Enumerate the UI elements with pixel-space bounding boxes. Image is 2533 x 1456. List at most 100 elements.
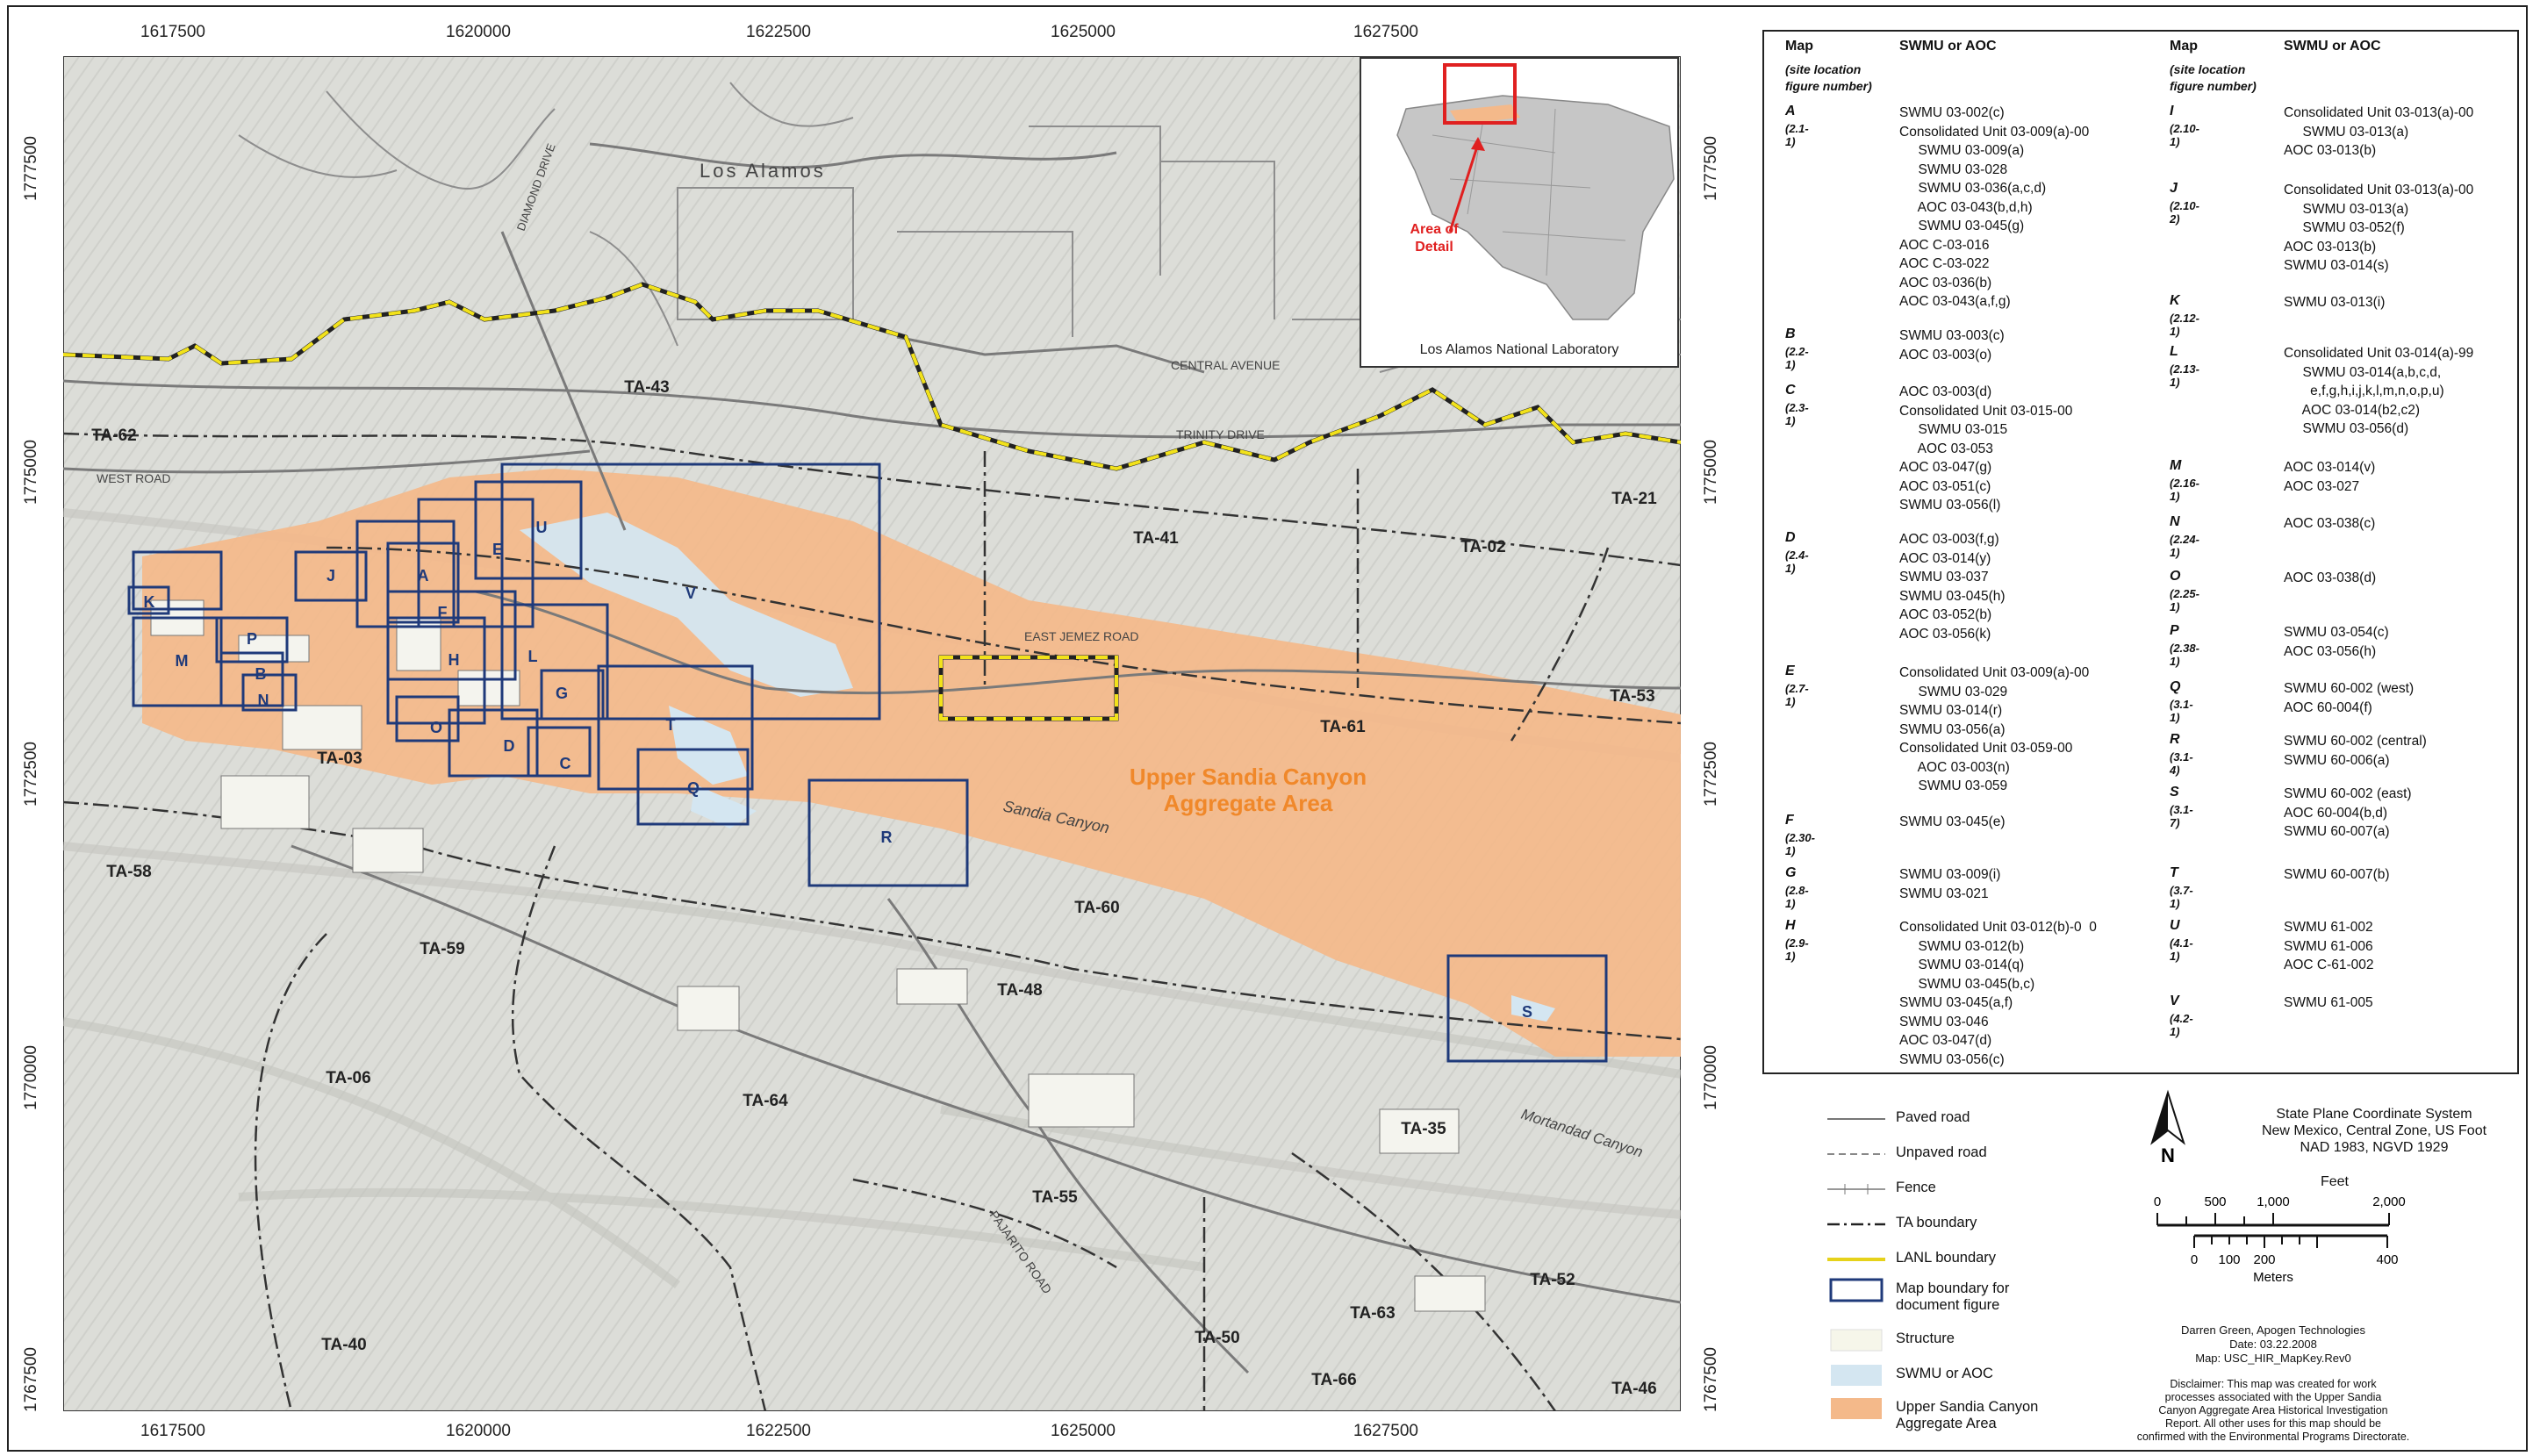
- table-header-swmu-2: SWMU or AOC: [2284, 39, 2381, 54]
- ta-boundary-icon: [1827, 1223, 1885, 1226]
- entry-units: Consolidated Unit 03-012(b)-0 0 SWMU 03-…: [1899, 920, 2097, 1067]
- ta-boundaries: [63, 432, 1681, 1411]
- x-tick-bottom: 1617500: [140, 1422, 205, 1440]
- entry-figure: (2.30-1): [1785, 831, 1815, 857]
- label-los-alamos: Los Alamos: [700, 160, 826, 182]
- y-tick-left: 1767500: [22, 1347, 40, 1412]
- meters-tick: 200: [2253, 1252, 2275, 1267]
- ta-label: TA-62: [91, 427, 136, 445]
- table-header-map: Map: [1785, 39, 1813, 54]
- entry-units: AOC 03-014(v) AOC 03-027: [2284, 460, 2376, 494]
- inset-map[interactable]: Area of Detail Los Alamos National Labor…: [1360, 57, 1679, 368]
- figure-boundaries[interactable]: [127, 463, 1608, 1063]
- entry-units: SWMU 61-005: [2284, 995, 2373, 1010]
- site-letter: D: [504, 737, 515, 755]
- coordinate-system: State Plane Coordinate System New Mexico…: [2229, 1106, 2519, 1156]
- ta-label: TA-43: [624, 378, 669, 397]
- paved-road-icon: [1827, 1118, 1885, 1120]
- y-tick-right: 1770000: [1702, 1045, 1720, 1110]
- site-letter: E: [492, 541, 503, 558]
- x-tick-bottom: 1622500: [746, 1422, 811, 1440]
- site-letter: K: [144, 593, 155, 611]
- entry-letter: F: [1785, 813, 1794, 828]
- lanl-boundary-icon: [1827, 1258, 1885, 1261]
- label-trinity-drive: TRINITY DRIVE: [1176, 427, 1265, 441]
- entry-figure: (2.2-1): [1785, 345, 1809, 371]
- entry-units: SWMU 60-007(b): [2284, 867, 2390, 882]
- swmu-area-u-v[interactable]: [520, 513, 853, 697]
- table-subheader-2b: figure number): [2170, 79, 2257, 93]
- credit-line: Map: USC_HIR_MapKey.Rev0: [2195, 1352, 2351, 1365]
- legend-paved-road: Paved road: [1826, 1106, 2142, 1137]
- entry-figure: (2.10-2): [2170, 199, 2199, 226]
- site-letter: F: [438, 604, 448, 621]
- paved-roads: [63, 142, 1681, 1374]
- swmu-icon: [1831, 1365, 1882, 1386]
- site-letter: M: [176, 652, 189, 670]
- legend-label: Fence: [1896, 1180, 1936, 1195]
- entry-units: SWMU 60-002 (east) AOC 60-004(b,d) SWMU …: [2284, 786, 2412, 839]
- swmu-area-s[interactable]: [1511, 995, 1555, 1022]
- x-tick-top: 1625000: [1051, 23, 1116, 41]
- x-tick-top: 1620000: [446, 23, 511, 41]
- legend: Paved road Unpaved road Fence TA boundar…: [1826, 1097, 2142, 1439]
- site-letter: V: [685, 585, 696, 602]
- ta-labels: TA-43 TA-62 TA-21 TA-41 TA-02 TA-53 TA-6…: [91, 378, 1657, 1398]
- entry-figure: (2.1-1): [1785, 122, 1809, 148]
- entry-letter: U: [2170, 918, 2180, 933]
- entry-letter: J: [2170, 181, 2178, 196]
- meters-tick: 0: [2191, 1252, 2198, 1267]
- inset-arrowhead: [1471, 137, 1485, 151]
- entry-figure: (2.24-1): [2170, 533, 2199, 559]
- table-header-map-2: Map: [2170, 39, 2198, 54]
- y-tick-right: 1767500: [1702, 1347, 1720, 1412]
- main-map[interactable]: A B C D E F G H J K L M N O P Q R S T U …: [63, 56, 1681, 1411]
- swmu-area-t[interactable]: [669, 706, 748, 785]
- entry-units: SWMU 60-002 (west) AOC 60-004(f): [2284, 681, 2415, 715]
- site-letter: S: [1522, 1003, 1532, 1021]
- entry-letter: R: [2170, 732, 2180, 747]
- swmu-area-q[interactable]: [691, 785, 757, 828]
- table-subheader-1: (site location: [1785, 62, 1862, 76]
- entry-units: SWMU 61-002 SWMU 61-006 AOC C-61-002: [2284, 920, 2374, 972]
- site-table: Map SWMU or AOC (site location figure nu…: [1762, 30, 2519, 1074]
- map-boundary-icon: [1829, 1278, 1884, 1302]
- entry-letter: V: [2170, 993, 2179, 1008]
- entry-letter: B: [1785, 326, 1796, 341]
- lanl-boundary[interactable]: [63, 282, 1681, 721]
- ta-label: TA-63: [1350, 1304, 1395, 1323]
- entry-units: Consolidated Unit 03-014(a)-99 SWMU 03-0…: [2284, 346, 2474, 436]
- entry-units: AOC 03-003(d) Consolidated Unit 03-015-0…: [1899, 384, 2073, 513]
- aggregate-area[interactable]: [142, 469, 1681, 1057]
- entry-units: AOC 03-003(f,g) AOC 03-014(y) SWMU 03-03…: [1899, 532, 2006, 642]
- legend-swmu: SWMU or AOC: [1826, 1362, 2142, 1394]
- inset-lanl-shape: [1396, 95, 1675, 320]
- y-tick-right: 1775000: [1702, 440, 1720, 505]
- ta-label: TA-64: [743, 1092, 788, 1110]
- inset-area-box: [1443, 63, 1517, 125]
- site-letter: T: [666, 716, 676, 734]
- meters-tick: 400: [2376, 1252, 2398, 1267]
- legend-structure: Structure: [1826, 1327, 2142, 1359]
- disclaimer: Disclaimer: This map was created for wor…: [2124, 1378, 2422, 1444]
- legend-fence: Fence: [1826, 1176, 2142, 1208]
- legend-label: Unpaved road: [1896, 1144, 1987, 1160]
- feet-tick: 1,000: [2257, 1194, 2290, 1209]
- north-arrow-icon: N: [2150, 1089, 2185, 1166]
- coord-line: New Mexico, Central Zone, US Foot: [2261, 1123, 2487, 1138]
- entry-letter: A: [1785, 104, 1796, 118]
- entry-figure: (2.3-1): [1785, 401, 1809, 427]
- feet-tick: 0: [2154, 1194, 2161, 1209]
- credits: Darren Green, Apogen Technologies Date: …: [2142, 1323, 2405, 1366]
- entry-units: SWMU 03-003(c) AOC 03-003(o): [1899, 328, 2005, 362]
- legend-ta-boundary: TA boundary: [1826, 1211, 2142, 1243]
- ta-label: TA-21: [1611, 490, 1657, 508]
- entry-letter: K: [2170, 293, 2180, 308]
- entry-figure: (3.1-4): [2170, 750, 2193, 777]
- entry-figure: (4.2-1): [2170, 1012, 2193, 1038]
- entry-letter: G: [1785, 865, 1797, 880]
- site-letter: B: [255, 665, 267, 683]
- entry-units: SWMU 03-054(c) AOC 03-056(h): [2284, 625, 2389, 659]
- ta-label: TA-06: [326, 1069, 370, 1087]
